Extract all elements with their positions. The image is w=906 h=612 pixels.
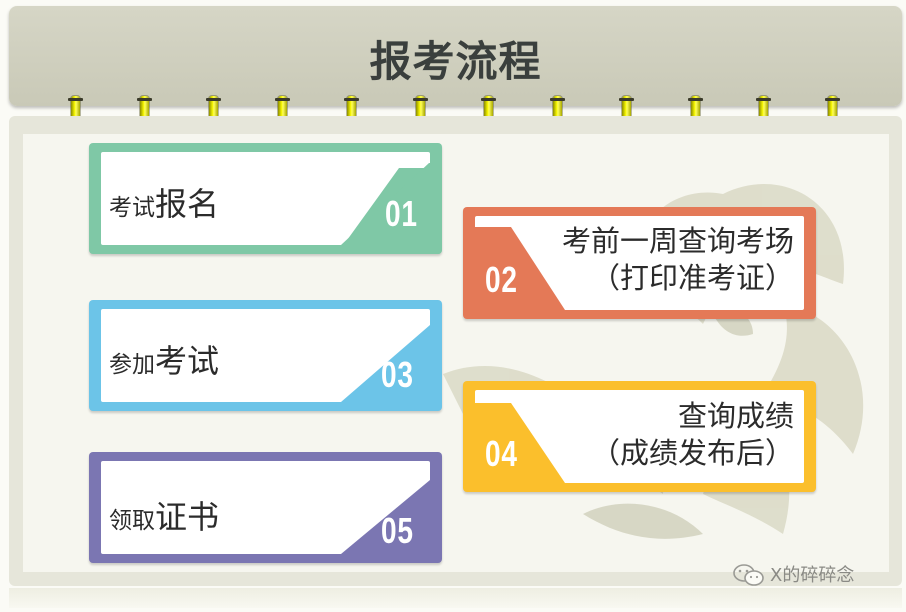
step-card-corner [341, 480, 430, 554]
step-label-line1: 考前一周查询考场 [561, 224, 794, 258]
step-card-04: 查询成绩 （成绩发布后） 04 [463, 381, 816, 492]
step-number: 03 [381, 354, 414, 395]
step-card-03: 参加考试 03 [89, 300, 442, 411]
step-number: 02 [485, 259, 518, 300]
step-label-large: 证书 [155, 498, 220, 536]
step-label-line2: （成绩发布后） [590, 436, 794, 470]
step-card-05: 领取证书 05 [89, 452, 442, 563]
step-card-02: 考前一周查询考场 （打印准考证） 02 [463, 207, 816, 319]
step-card-corner [475, 227, 565, 310]
step-number: 05 [381, 510, 414, 551]
step-card-corner [341, 325, 430, 402]
step-label: 查询成绩 （成绩发布后） [591, 398, 794, 472]
step-label-small: 考试 [109, 195, 155, 221]
step-card-corner [337, 143, 442, 254]
watermark-text: X的碎碎念 [770, 565, 855, 586]
step-label-large: 考试 [155, 342, 220, 380]
page-title: 报考流程 [369, 37, 542, 86]
step-label: 领取证书 [109, 492, 219, 538]
step-label-small: 参加 [109, 352, 155, 378]
wechat-icon [733, 564, 764, 586]
step-label-line1: 查询成绩 [677, 399, 794, 433]
step-label: 考前一周查询考场 （打印准考证） [562, 223, 794, 297]
step-number: 04 [485, 433, 518, 474]
step-label-large: 报名 [155, 185, 220, 223]
step-card-01: 考试报名 01 [89, 143, 442, 254]
step-card-corner [475, 403, 565, 483]
step-label: 参加考试 [109, 336, 219, 382]
step-label: 考试报名 [109, 179, 219, 225]
step-label-line2: （打印准考证） [590, 261, 794, 295]
step-label-small: 领取 [109, 508, 155, 534]
step-number: 01 [385, 193, 418, 234]
bottom-shelf [9, 588, 902, 608]
header-bar: 报考流程 [9, 6, 902, 106]
